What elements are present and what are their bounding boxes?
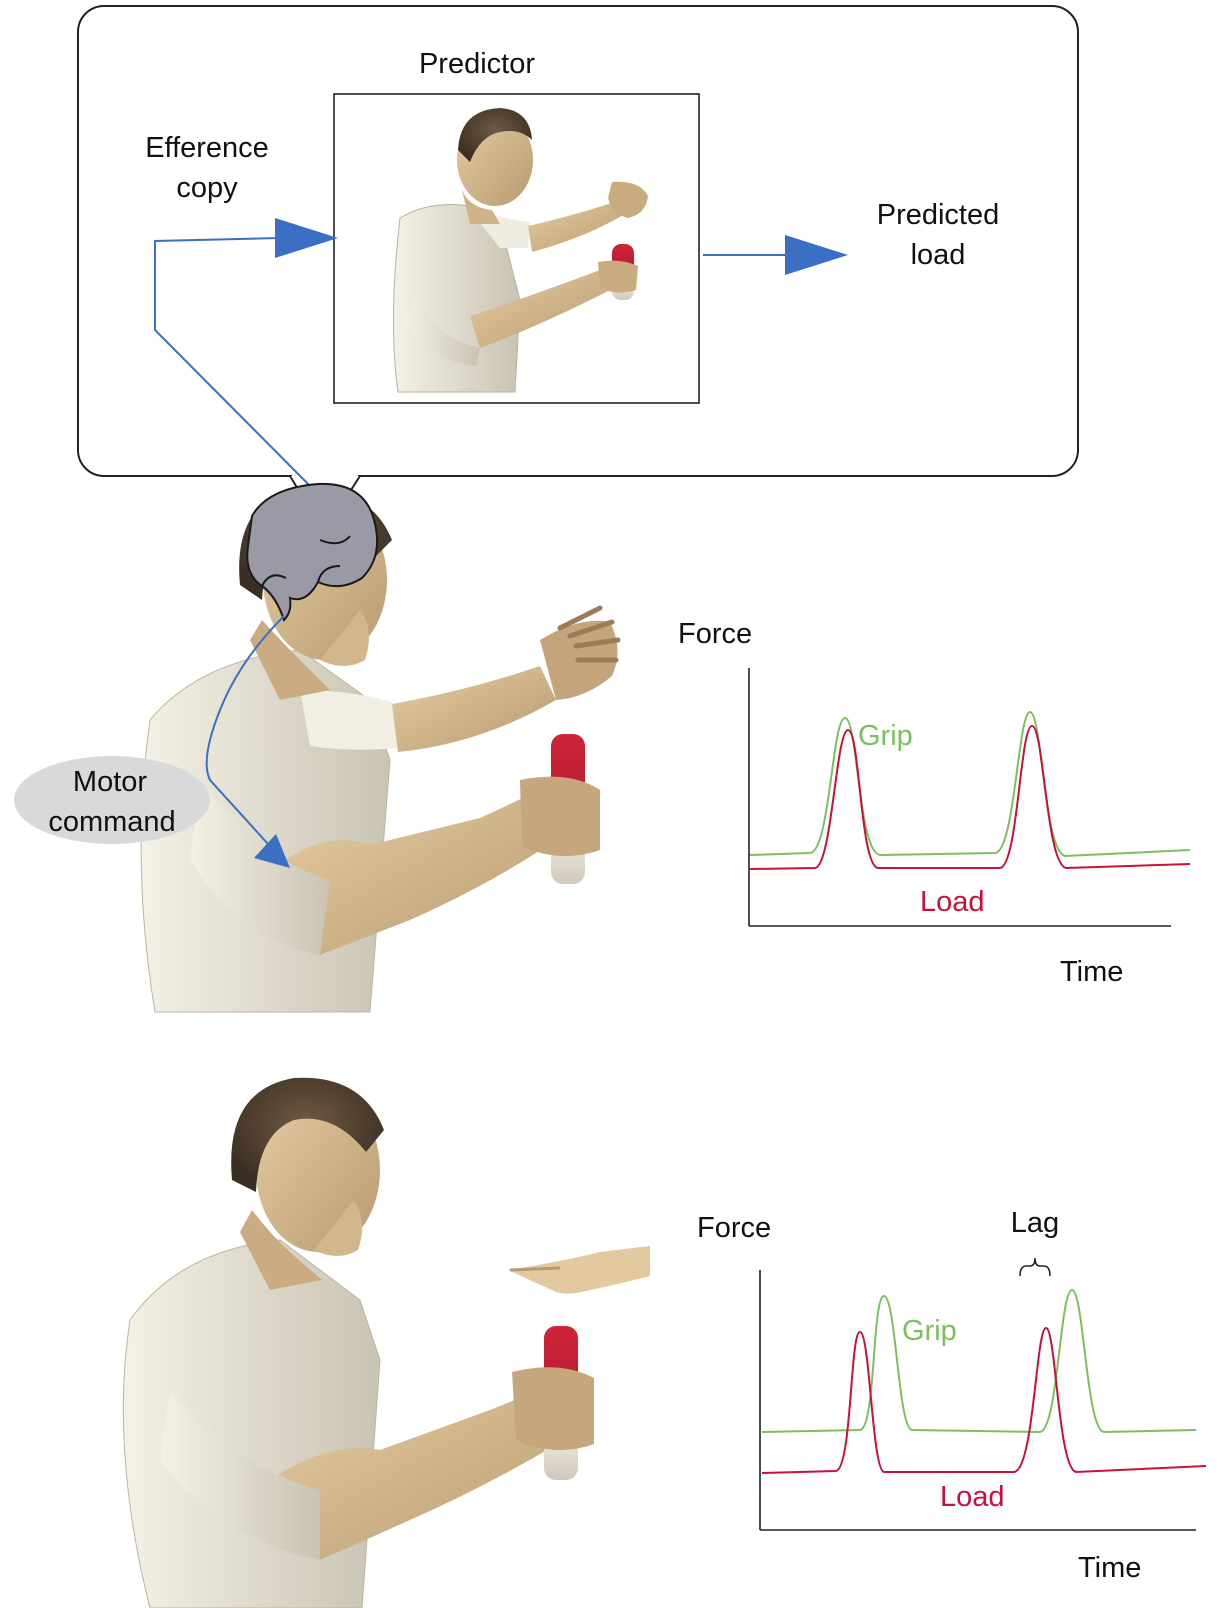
predictor-panel: Predictor Efference copy Predicted load bbox=[77, 5, 1079, 534]
efference-copy-label-line1: Efference bbox=[145, 132, 269, 164]
predicted-load-arrow bbox=[703, 235, 848, 275]
chart2-grip-label: Grip bbox=[902, 1315, 957, 1347]
chart2-grip-line bbox=[761, 1288, 1197, 1434]
brain-icon bbox=[246, 482, 379, 622]
chart2-load-label: Load bbox=[940, 1481, 1005, 1513]
figure-reactive-illustration bbox=[122, 1077, 650, 1608]
motor-command-bubble: Motor command bbox=[14, 756, 210, 844]
efference-copy-label-line2: copy bbox=[176, 172, 238, 204]
chart1-xlabel: Time bbox=[1060, 956, 1123, 988]
chart2-lag-label: Lag bbox=[1011, 1207, 1059, 1239]
chart1-grip-label: Grip bbox=[858, 720, 913, 752]
motor-command-label-line1: Motor bbox=[73, 766, 147, 798]
chart2-load-line bbox=[761, 1326, 1207, 1474]
chart1-load-line bbox=[749, 724, 1191, 870]
predictor-figure-illustration bbox=[392, 108, 648, 393]
chart1-ylabel: Force bbox=[678, 618, 752, 650]
chart2-ylabel: Force bbox=[697, 1212, 771, 1244]
figure-active-illustration bbox=[140, 482, 621, 1013]
efference-copy-arrow bbox=[154, 218, 338, 501]
force-chart-anticipatory: Force Grip Load Time bbox=[678, 618, 1191, 988]
chart1-grip-line bbox=[749, 710, 1191, 858]
chart2-xlabel: Time bbox=[1078, 1552, 1141, 1584]
motor-command-arrow bbox=[205, 615, 290, 868]
predicted-load-label-line2: load bbox=[911, 239, 966, 271]
force-chart-reactive: Force Lag Grip Load Time bbox=[697, 1207, 1207, 1584]
predicted-load-label-line1: Predicted bbox=[877, 199, 1000, 231]
predictor-title: Predictor bbox=[419, 48, 535, 80]
motor-command-label-line2: command bbox=[48, 806, 175, 838]
lag-brace-icon bbox=[1019, 1257, 1051, 1277]
chart1-load-label: Load bbox=[920, 886, 985, 918]
